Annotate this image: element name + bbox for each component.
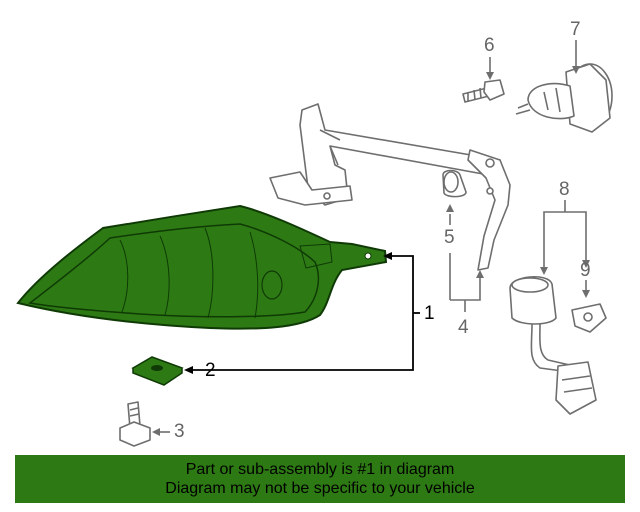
fog-lamp-assembly[interactable] [16, 204, 388, 330]
fog-lamp-housing[interactable] [16, 204, 388, 330]
fog-lamp-lens-outline [28, 223, 320, 318]
socket-harness-part-8[interactable] [509, 276, 597, 415]
callout-9[interactable]: 9 [580, 260, 591, 281]
bolt-part-6[interactable] [462, 79, 505, 103]
arrowheads-gray [152, 66, 590, 436]
arrowheads-black [184, 252, 392, 374]
callout-2[interactable]: 2 [205, 360, 216, 381]
fog-lamp-bulb-socket [261, 270, 283, 300]
grommet-part-5[interactable] [442, 169, 467, 198]
callout-7[interactable]: 7 [570, 19, 581, 40]
callout-5[interactable]: 5 [444, 227, 455, 248]
parts-diagram [16, 40, 613, 447]
callout-1[interactable]: 1 [424, 303, 435, 324]
mounting-bracket [269, 103, 511, 271]
disclaimer-banner: Part or sub-assembly is #1 in diagram Di… [15, 455, 625, 503]
fog-lamp-mount-hole [364, 252, 372, 260]
banner-line-1: Part or sub-assembly is #1 in diagram [185, 461, 455, 478]
clip-part-9[interactable] [571, 303, 607, 333]
fog-lamp-lens-contours [119, 227, 259, 319]
callout-4[interactable]: 4 [458, 317, 469, 338]
bolt-part-3[interactable] [119, 401, 151, 447]
leader-lines-black [187, 255, 420, 371]
callout-6[interactable]: 6 [484, 35, 495, 56]
fog-lamp-mount-boss [299, 243, 333, 269]
clip-nut-part-2[interactable] [131, 356, 184, 386]
callout-3[interactable]: 3 [174, 421, 185, 442]
bulb-part-7[interactable] [515, 63, 613, 133]
callout-8[interactable]: 8 [559, 179, 570, 200]
leader-lines-gray [155, 40, 587, 433]
banner-line-2: Diagram may not be specific to your vehi… [165, 480, 475, 497]
